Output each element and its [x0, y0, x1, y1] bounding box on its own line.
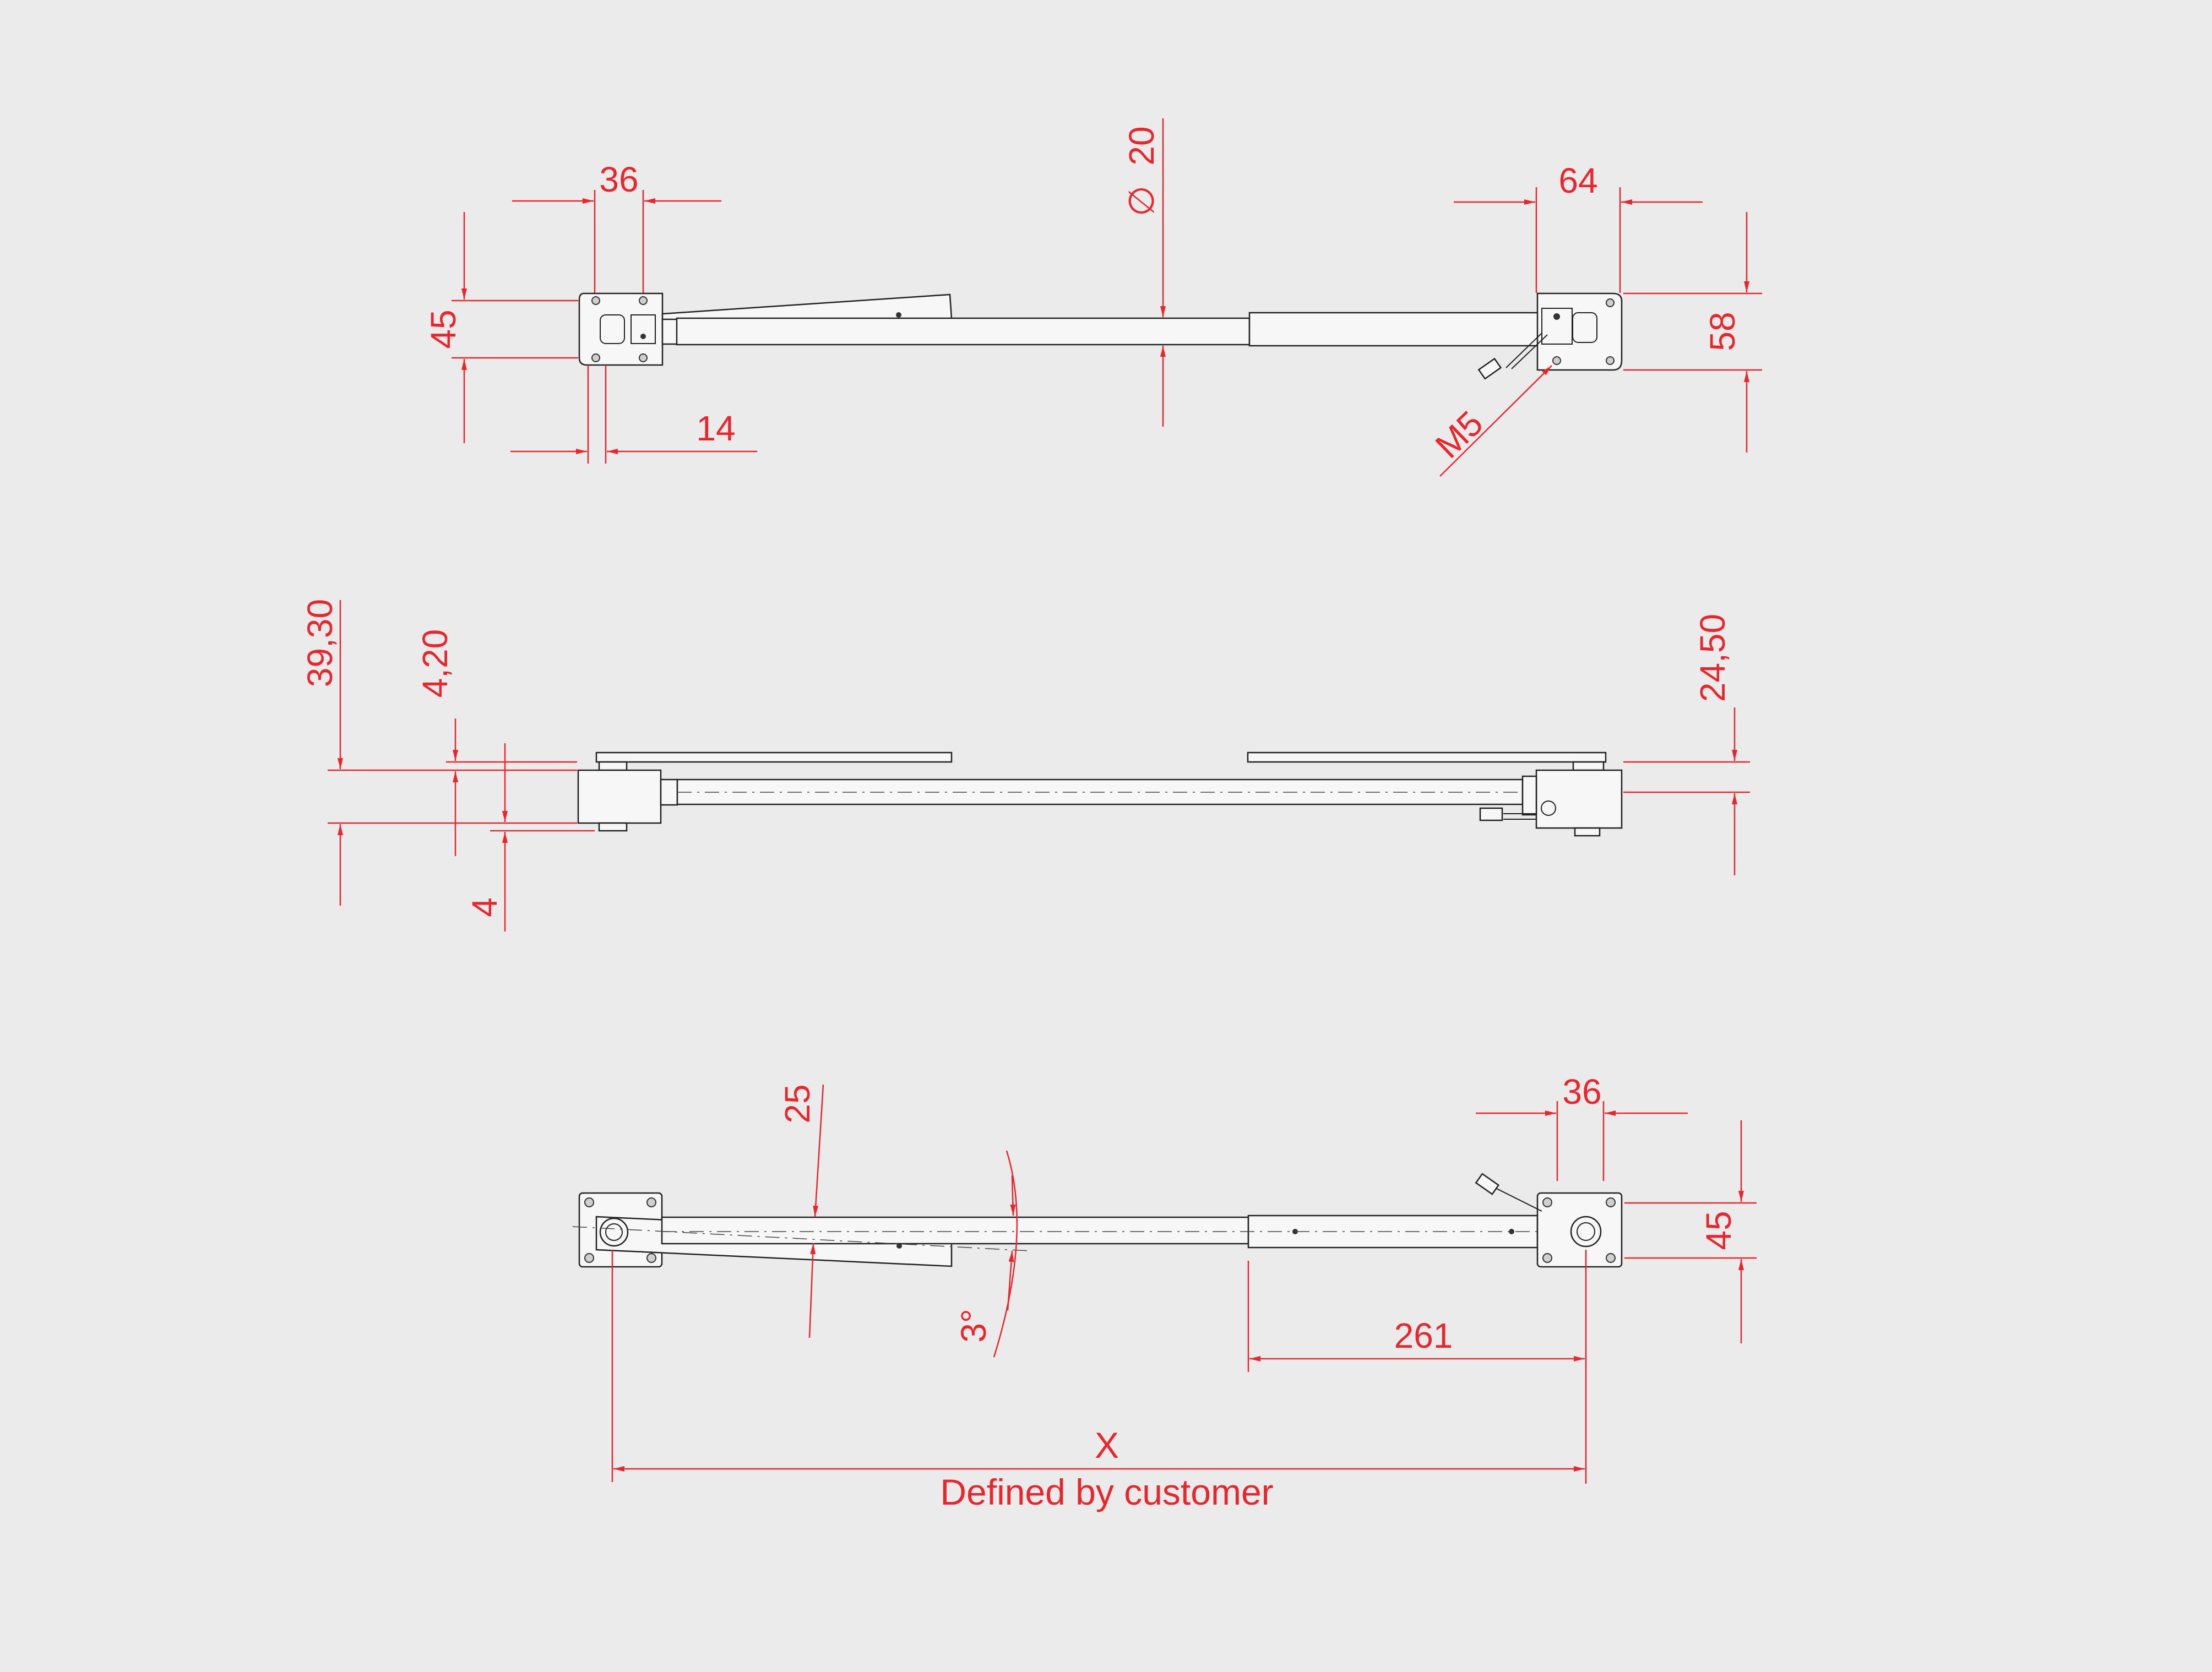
side-dim-24-50: 24,50: [1693, 614, 1732, 702]
side-right-block: [1535, 769, 1623, 829]
side-upper-plate-right: [1247, 751, 1607, 763]
top-dim-64: 64: [1558, 161, 1597, 200]
bottom-note: Defined by customer: [940, 1472, 1273, 1512]
top-dim-36: 36: [599, 160, 638, 199]
top-left-bracket: [578, 292, 664, 366]
top-dim-14: 14: [696, 409, 735, 448]
bottom-dim-36: 36: [1562, 1072, 1601, 1112]
top-rod: [661, 293, 1540, 347]
top-dim-diameter-symbol: ∅: [1122, 186, 1161, 216]
bottom-dim-45: 45: [1699, 1211, 1738, 1250]
top-right-bracket: [1477, 292, 1623, 380]
bottom-dim-x: X: [1095, 1425, 1119, 1466]
side-left-block: [577, 769, 662, 824]
top-dim-diameter: 20: [1122, 126, 1161, 165]
bottom-dim-3-deg: 3°: [954, 1309, 993, 1342]
bottom-right-bracket: [1475, 1173, 1623, 1268]
side-view: 39,30 4,20 4 24,50: [300, 599, 1750, 932]
top-dim-58: 58: [1703, 312, 1742, 351]
bottom-rod: [661, 1216, 1249, 1245]
side-dim-4: 4: [465, 897, 504, 917]
top-view: 36 45 14 ∅ 20 64 58 M5: [423, 118, 1762, 477]
side-upper-plate-left: [595, 751, 953, 763]
bottom-dim-261: 261: [1394, 1316, 1453, 1355]
top-thread-label: M5: [1428, 403, 1491, 466]
side-dim-39-30: 39,30: [300, 599, 340, 687]
bottom-dim-25: 25: [778, 1084, 817, 1123]
top-dim-45: 45: [423, 309, 463, 348]
bottom-view: 25 3° 36 45 261 X Defined by customer: [572, 1072, 1757, 1512]
side-dim-4-20: 4,20: [415, 629, 455, 698]
